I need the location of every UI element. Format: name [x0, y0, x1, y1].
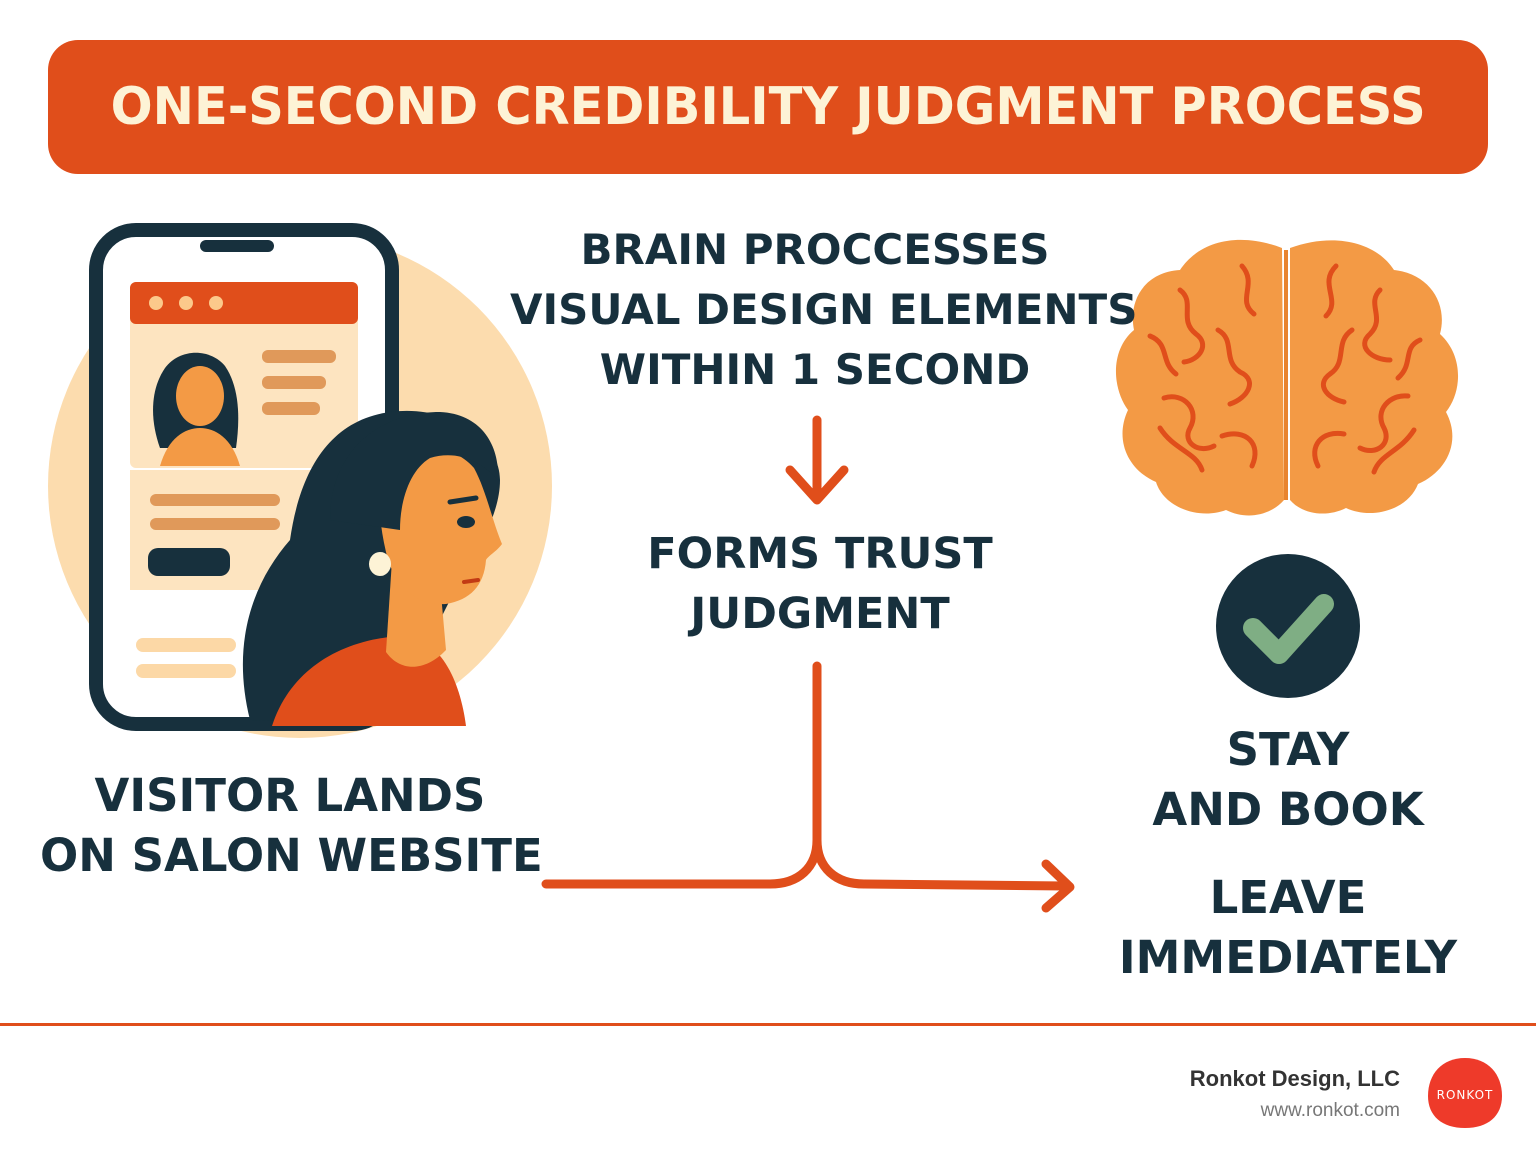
brain-icon: [1115, 239, 1459, 516]
phone-icon: [89, 223, 399, 731]
company-name: Ronkot Design, LLC: [1189, 1066, 1400, 1091]
trust-label-line-1: FORMS TRUST: [647, 529, 993, 579]
brain-label-line-2: VISUAL DESIGN ELEMENTS: [510, 285, 1138, 334]
flow-arrow-right-icon: [541, 661, 1075, 913]
checkmark-icon: [1216, 554, 1360, 698]
footer-divider: [0, 1023, 1536, 1026]
visitor-label-line-1: VISITOR LANDS: [94, 769, 486, 822]
stay-label-line-1: STAY: [1226, 723, 1350, 776]
logo-text: RONKOT: [1437, 1088, 1494, 1102]
leave-immediately-label: LEAVE IMMEDIATELY: [1100, 868, 1476, 988]
visitor-woman-illustration: [242, 410, 502, 726]
trust-judgment-label: FORMS TRUST JUDGMENT: [620, 524, 1020, 644]
leave-label-line-2: IMMEDIATELY: [1118, 931, 1458, 984]
brain-label-line-3: WITHIN 1 SECOND: [599, 345, 1031, 394]
arrow-down-icon: [785, 415, 849, 505]
title-banner: ONE-SECOND CREDIBILITY JUDGMENT PROCESS: [48, 40, 1488, 174]
brain-processes-label: BRAIN PROCCESSES VISUAL DESIGN ELEMENTS …: [510, 220, 1138, 400]
company-website[interactable]: www.ronkot.com: [1260, 1100, 1400, 1121]
trust-label-line-2: JUDGMENT: [690, 589, 950, 639]
visitor-lands-label: VISITOR LANDS ON SALON WEBSITE: [40, 766, 543, 886]
leave-label-line-1: LEAVE: [1209, 871, 1367, 924]
stay-and-book-label: STAY AND BOOK: [1110, 720, 1466, 840]
page-title: ONE-SECOND CREDIBILITY JUDGMENT PROCESS: [110, 77, 1426, 137]
brain-label-line-1: BRAIN PROCCESSES: [580, 225, 1050, 274]
ronkot-logo: RONKOT: [1428, 1058, 1502, 1128]
visitor-label-line-2: ON SALON WEBSITE: [40, 829, 543, 882]
stay-label-line-2: AND BOOK: [1152, 783, 1424, 836]
